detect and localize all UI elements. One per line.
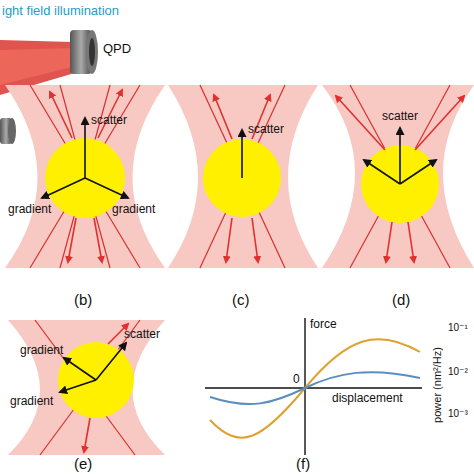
panel-letter: (b) bbox=[74, 292, 92, 309]
axis-label: 0 bbox=[293, 373, 300, 386]
tick-label: 10⁻³ bbox=[448, 408, 468, 419]
panel-title: ight field illumination bbox=[2, 4, 119, 18]
panel-e-trap bbox=[8, 320, 165, 455]
force-label: gradient bbox=[8, 203, 51, 216]
panel-d-trap bbox=[322, 85, 474, 268]
panel-letter: (c) bbox=[232, 292, 250, 309]
panel-letter: (d) bbox=[392, 292, 410, 309]
force-label: gradient bbox=[10, 395, 53, 408]
force-label: gradient bbox=[20, 344, 63, 357]
axis-label: displacement bbox=[332, 392, 403, 405]
panel-c-trap bbox=[168, 85, 318, 268]
axis-title: power (nm²/Hz) bbox=[431, 347, 443, 423]
panel-b-trap bbox=[5, 85, 165, 268]
force-label: scatter bbox=[91, 114, 127, 127]
part-label: QPD bbox=[103, 42, 131, 56]
force-label: scatter bbox=[382, 110, 418, 123]
axis-label: force bbox=[310, 318, 337, 331]
panel-letter: (e) bbox=[74, 456, 92, 473]
force-label: gradient bbox=[112, 203, 155, 216]
force-label: scatter bbox=[248, 123, 284, 136]
force-displacement-plot bbox=[205, 318, 422, 455]
force-label: scatter bbox=[124, 328, 160, 341]
objective-lens bbox=[0, 118, 16, 144]
panel-letter: (f) bbox=[296, 456, 310, 473]
tick-label: 10⁻¹ bbox=[448, 322, 468, 333]
tick-label: 10⁻² bbox=[448, 366, 468, 377]
